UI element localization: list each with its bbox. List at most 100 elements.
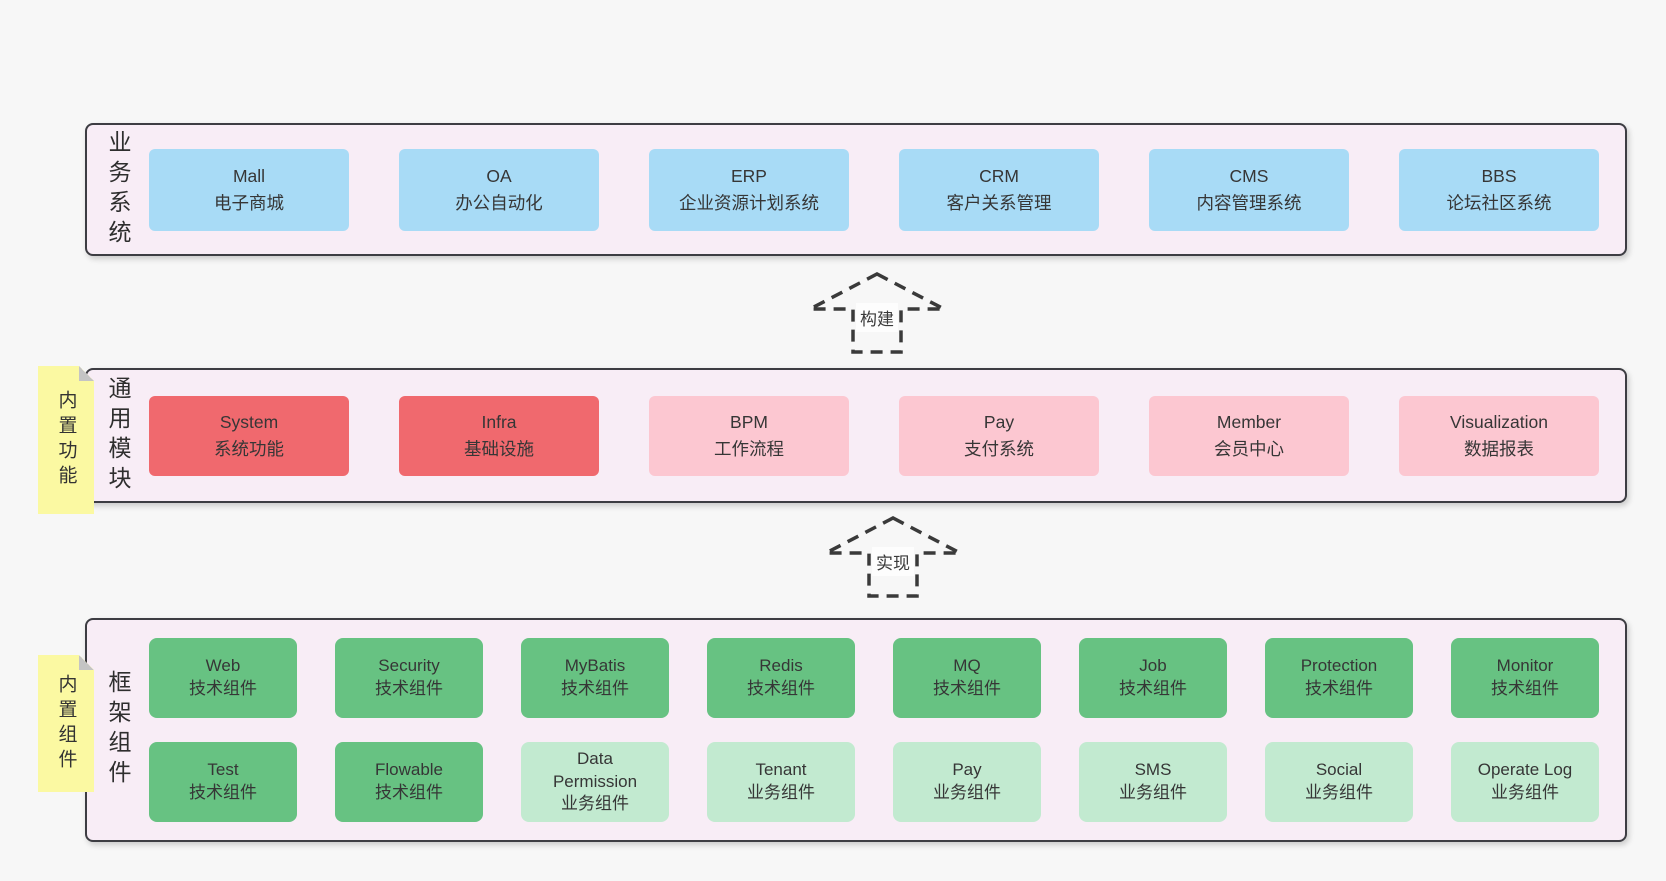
business-box-oa: OA 办公自动化 bbox=[399, 148, 599, 231]
box-desc: 办公自动化 bbox=[455, 192, 543, 213]
component-box-mybatis: MyBatis 技术组件 bbox=[521, 638, 669, 718]
box-desc: 企业资源计划系统 bbox=[679, 192, 819, 213]
component-box-operate-log: Operate Log 业务组件 bbox=[1451, 742, 1599, 822]
business-box-erp: ERP 企业资源计划系统 bbox=[649, 148, 849, 231]
component-box-test: Test 技术组件 bbox=[149, 742, 297, 822]
implement-arrow-label: 实现 bbox=[872, 547, 914, 576]
box-desc: 数据报表 bbox=[1464, 438, 1534, 459]
box-desc: 技术组件 bbox=[375, 679, 443, 698]
build-arrow: 构建 bbox=[807, 271, 947, 355]
box-name: BBS bbox=[1481, 166, 1517, 187]
framework-components-layer: 框架组件 Web 技术组件 Security 技术组件 MyBatis 技术组件… bbox=[85, 618, 1627, 842]
box-name: Protection bbox=[1300, 656, 1378, 676]
box-name: Monitor bbox=[1496, 656, 1554, 676]
box-desc: 技术组件 bbox=[1491, 679, 1559, 698]
module-box-infra: Infra 基础设施 bbox=[399, 395, 599, 476]
box-name: MyBatis bbox=[564, 656, 626, 676]
box-name: Flowable bbox=[374, 760, 444, 780]
box-desc: 技术组件 bbox=[1119, 679, 1187, 698]
framework-row-1: Web 技术组件 Security 技术组件 MyBatis 技术组件 Redi… bbox=[149, 638, 1601, 718]
business-box-cms: CMS 内容管理系统 bbox=[1149, 148, 1349, 231]
up-arrow-icon bbox=[809, 272, 945, 354]
implement-arrow: 实现 bbox=[823, 515, 963, 599]
box-desc: 业务组件 bbox=[1119, 783, 1187, 802]
box-desc: 电子商城 bbox=[214, 192, 284, 213]
box-desc: 业务组件 bbox=[1491, 783, 1559, 802]
box-name: Mall bbox=[232, 166, 266, 187]
business-box-mall: Mall 电子商城 bbox=[149, 148, 349, 231]
component-box-redis: Redis 技术组件 bbox=[707, 638, 855, 718]
component-box-tenant: Tenant 业务组件 bbox=[707, 742, 855, 822]
framework-row-2: Test 技术组件 Flowable 技术组件 Data Permission … bbox=[149, 742, 1601, 822]
module-box-visualization: Visualization 数据报表 bbox=[1399, 395, 1599, 476]
box-name: Visualization bbox=[1450, 412, 1548, 433]
box-name: Pay bbox=[983, 412, 1015, 433]
built-in-functions-sticky: 内置功能 bbox=[38, 366, 94, 514]
box-name: Infra bbox=[481, 412, 517, 433]
built-in-components-sticky: 内置组件 bbox=[38, 655, 94, 792]
box-desc: 技术组件 bbox=[375, 783, 443, 802]
box-desc: 工作流程 bbox=[714, 438, 784, 459]
box-desc: 技术组件 bbox=[933, 679, 1001, 698]
box-desc: 技术组件 bbox=[189, 679, 257, 698]
component-box-monitor: Monitor 技术组件 bbox=[1451, 638, 1599, 718]
up-arrow-icon bbox=[825, 516, 961, 598]
box-name: Security bbox=[378, 656, 440, 676]
box-name: BPM bbox=[730, 412, 768, 433]
box-desc: 内容管理系统 bbox=[1196, 192, 1302, 213]
common-modules-layer: 通用模块 System 系统功能 Infra 基础设施 BPM 工作流程 Pay… bbox=[85, 368, 1627, 503]
box-name: CMS bbox=[1229, 166, 1269, 187]
framework-layer-label: 框架组件 bbox=[105, 670, 131, 790]
box-name: Member bbox=[1216, 412, 1282, 433]
component-box-protection: Protection 技术组件 bbox=[1265, 638, 1413, 718]
box-desc: 技术组件 bbox=[747, 679, 815, 698]
box-name: CRM bbox=[979, 166, 1019, 187]
box-name: OA bbox=[486, 166, 512, 187]
box-desc: 业务组件 bbox=[933, 783, 1001, 802]
box-name: Tenant bbox=[755, 760, 807, 780]
box-name: Web bbox=[205, 656, 241, 676]
component-box-sms: SMS 业务组件 bbox=[1079, 742, 1227, 822]
business-row: Mall 电子商城 OA 办公自动化 ERP 企业资源计划系统 CRM 客户关系… bbox=[149, 148, 1601, 231]
component-box-mq: MQ 技术组件 bbox=[893, 638, 1041, 718]
business-systems-layer: 业务系统 Mall 电子商城 OA 办公自动化 ERP 企业资源计划系统 CRM… bbox=[85, 123, 1627, 256]
sticky-label: 内置组件 bbox=[55, 673, 77, 774]
box-name: Job bbox=[1139, 656, 1167, 676]
build-arrow-label: 构建 bbox=[856, 303, 898, 332]
sticky-label: 内置功能 bbox=[55, 390, 77, 490]
module-box-member: Member 会员中心 bbox=[1149, 395, 1349, 476]
box-name: SMS bbox=[1134, 760, 1172, 780]
component-box-pay: Pay 业务组件 bbox=[893, 742, 1041, 822]
box-desc: 系统功能 bbox=[214, 438, 284, 459]
box-desc: 技术组件 bbox=[1305, 679, 1373, 698]
box-desc: 业务组件 bbox=[747, 783, 815, 802]
component-box-social: Social 业务组件 bbox=[1265, 742, 1413, 822]
component-box-flowable: Flowable 技术组件 bbox=[335, 742, 483, 822]
common-layer-label: 通用模块 bbox=[105, 375, 131, 496]
box-desc: 论坛社区系统 bbox=[1446, 192, 1552, 213]
box-desc: 基础设施 bbox=[464, 438, 534, 459]
box-name: Test bbox=[207, 760, 239, 780]
business-layer-label: 业务系统 bbox=[105, 129, 131, 250]
box-desc: 支付系统 bbox=[964, 438, 1034, 459]
box-name: Social bbox=[1315, 760, 1363, 780]
module-box-pay: Pay 支付系统 bbox=[899, 395, 1099, 476]
box-desc: 技术组件 bbox=[561, 679, 629, 698]
module-box-bpm: BPM 工作流程 bbox=[649, 395, 849, 476]
box-name: ERP bbox=[731, 166, 767, 187]
module-box-system: System 系统功能 bbox=[149, 395, 349, 476]
component-box-data-permission: Data Permission 业务组件 bbox=[521, 742, 669, 822]
box-name: MQ bbox=[953, 656, 981, 676]
box-name: Redis bbox=[759, 656, 803, 676]
box-desc: 技术组件 bbox=[189, 783, 257, 802]
component-box-security: Security 技术组件 bbox=[335, 638, 483, 718]
box-desc: 业务组件 bbox=[561, 794, 629, 814]
component-box-job: Job 技术组件 bbox=[1079, 638, 1227, 718]
box-name: Operate Log bbox=[1477, 760, 1573, 780]
box-name: Data Permission bbox=[552, 748, 638, 791]
common-row: System 系统功能 Infra 基础设施 BPM 工作流程 Pay 支付系统… bbox=[149, 395, 1601, 476]
business-box-bbs: BBS 论坛社区系统 bbox=[1399, 148, 1599, 231]
box-desc: 业务组件 bbox=[1305, 783, 1373, 802]
box-desc: 客户关系管理 bbox=[946, 192, 1052, 213]
